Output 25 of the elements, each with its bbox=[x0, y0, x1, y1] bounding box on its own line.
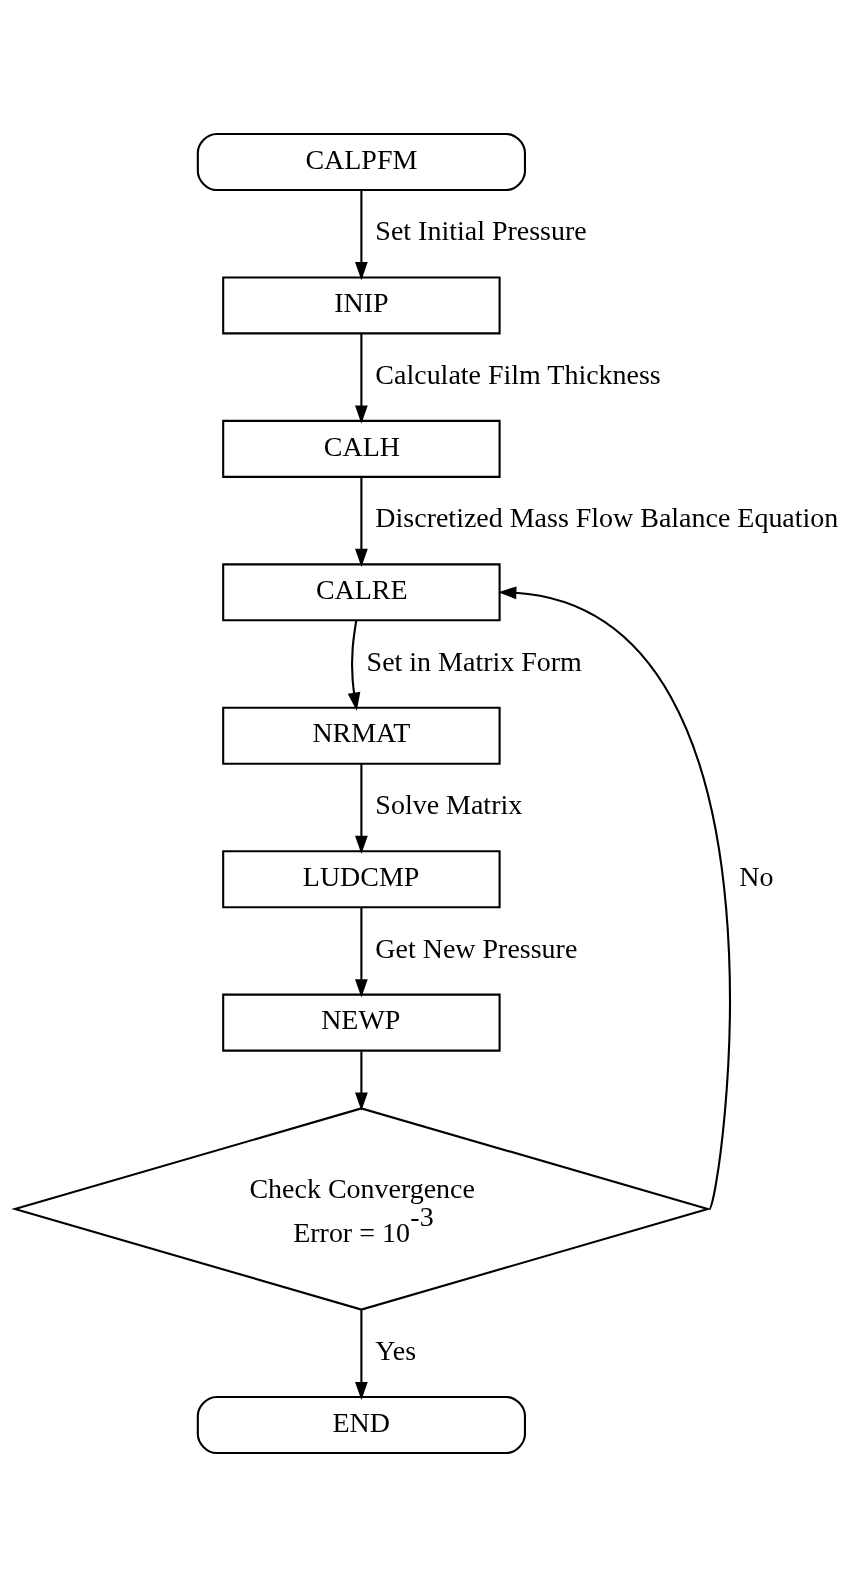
node-box: INIP bbox=[222, 275, 501, 334]
edge-label: No bbox=[739, 860, 774, 892]
node-box: NEWP bbox=[222, 993, 501, 1052]
edge-label: Yes bbox=[375, 1334, 417, 1366]
arrow bbox=[498, 585, 731, 1209]
node-box: LUDCMP bbox=[222, 849, 501, 908]
arrow bbox=[355, 476, 368, 567]
node-box: END bbox=[196, 1395, 526, 1454]
edge-label: Set Initial Pressure bbox=[375, 214, 587, 246]
edge-label: Calculate Film Thickness bbox=[375, 358, 661, 390]
edge-label: Get New Pressure bbox=[375, 932, 578, 964]
edge-label: Discretized Mass Flow Balance Equation bbox=[375, 501, 839, 533]
node-box: CALH bbox=[222, 419, 501, 478]
node-box: CALRE bbox=[222, 562, 501, 621]
arrow bbox=[347, 619, 361, 711]
node-box: NRMAT bbox=[222, 706, 501, 765]
edge-label: Solve Matrix bbox=[375, 788, 523, 820]
arrow bbox=[355, 1050, 368, 1111]
edge-label: Set in Matrix Form bbox=[366, 645, 582, 677]
arrow bbox=[355, 763, 368, 854]
arrow bbox=[355, 189, 368, 280]
arrow bbox=[355, 906, 368, 997]
arrow bbox=[355, 333, 368, 424]
node-box: CALPFM bbox=[196, 132, 526, 191]
arrow bbox=[355, 1309, 368, 1400]
